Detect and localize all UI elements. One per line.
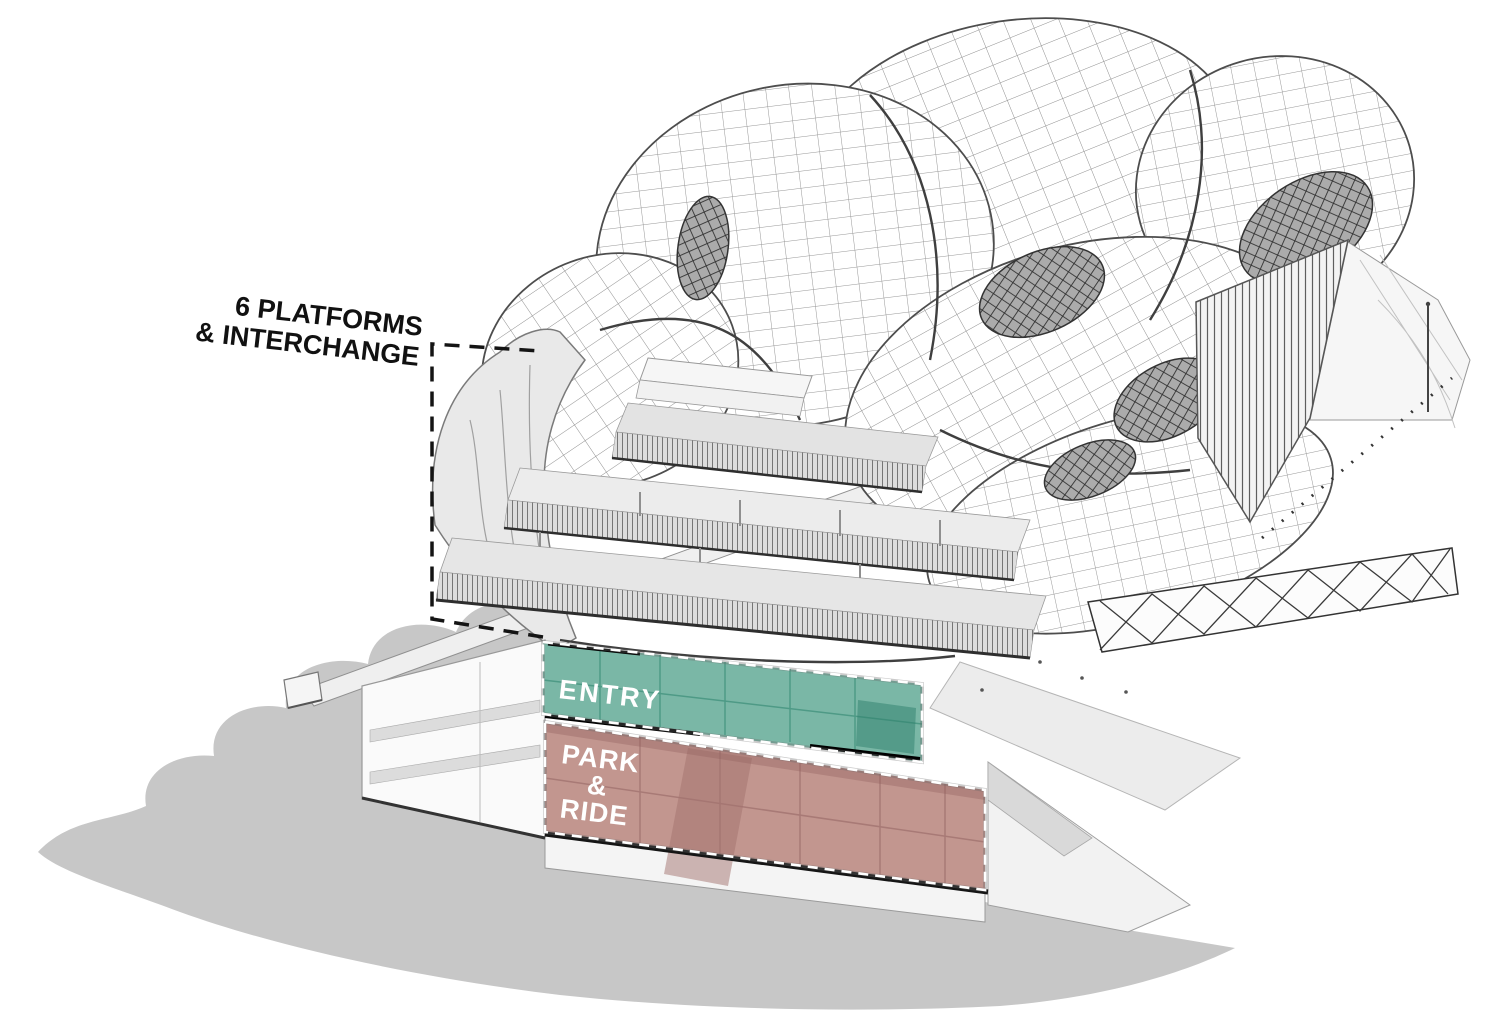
plinth-top-band bbox=[987, 761, 1093, 857]
plinth-base bbox=[544, 761, 1192, 933]
truss-band bbox=[1087, 547, 1459, 653]
park-ride-label-line2: & bbox=[586, 770, 610, 802]
person-dot bbox=[1124, 690, 1128, 694]
park-ride-detail-lines bbox=[544, 737, 986, 885]
entry-zone-overlay: ENTRY bbox=[541, 639, 924, 765]
entry-dashed-border bbox=[541, 640, 924, 764]
person-dot bbox=[1038, 660, 1042, 664]
louver-wall bbox=[1195, 238, 1350, 524]
left-cut-section bbox=[361, 639, 546, 840]
beam-end-shadow bbox=[287, 699, 323, 709]
slab-shadow-line bbox=[503, 526, 1015, 582]
east-facade bbox=[1195, 238, 1471, 540]
skybridge-truss bbox=[1087, 547, 1459, 653]
person-dot bbox=[1080, 676, 1084, 680]
gap-shadow bbox=[547, 642, 641, 656]
diagrid-pocket bbox=[676, 195, 730, 301]
callout-label: 6 PLATFORMS & INTERCHANGE bbox=[194, 291, 424, 372]
canopy-rim-line bbox=[559, 638, 956, 664]
gap-shadow bbox=[544, 714, 701, 736]
diagrid-pocket bbox=[1043, 439, 1137, 501]
person-dot bbox=[980, 688, 984, 692]
interior-columns bbox=[539, 492, 941, 578]
diagrid-pocket bbox=[978, 245, 1106, 339]
truss-diagonals-b bbox=[1099, 553, 1449, 644]
section-shelf bbox=[369, 699, 541, 743]
section-base-shadow bbox=[361, 796, 546, 840]
park-ride-zone-fill bbox=[545, 722, 985, 890]
plaza-deck bbox=[929, 661, 1242, 811]
park-ride-dashed-border bbox=[543, 720, 987, 892]
slab-shadow-line bbox=[611, 456, 923, 494]
callout-dashed-bracket bbox=[430, 342, 544, 639]
fold-line bbox=[869, 94, 939, 361]
gap-shadow bbox=[809, 744, 921, 761]
entry-doorway bbox=[856, 700, 916, 754]
park-ride-top-shade bbox=[545, 722, 985, 800]
fold-line bbox=[1148, 69, 1204, 321]
mast-top bbox=[1425, 301, 1431, 307]
train-shed-face bbox=[635, 379, 805, 417]
deck-lines bbox=[1359, 254, 1463, 429]
park-ride-zone-overlay: PARK & RIDE bbox=[543, 719, 989, 895]
cutaway-floors bbox=[435, 357, 1047, 660]
slab-shadow-line bbox=[435, 598, 1031, 660]
section-shelf bbox=[369, 744, 541, 785]
plinth-shadow-line bbox=[544, 831, 989, 895]
